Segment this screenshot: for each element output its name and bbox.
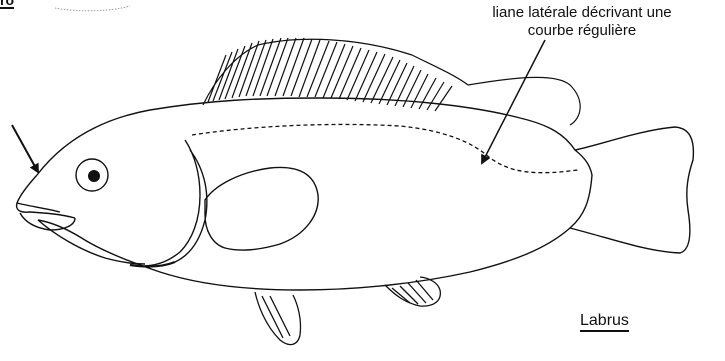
head-pointer-arrow [12,125,38,172]
eye [76,159,108,191]
gill-cover [130,140,207,266]
pelvic-fin [255,292,301,345]
anal-fin [385,277,440,306]
sketch-fragment [55,6,130,11]
annotation-leader-arrow [482,40,545,163]
pectoral-fin [205,167,318,250]
head [17,175,145,264]
tail-fin [570,127,693,253]
lateral-line [192,124,578,172]
